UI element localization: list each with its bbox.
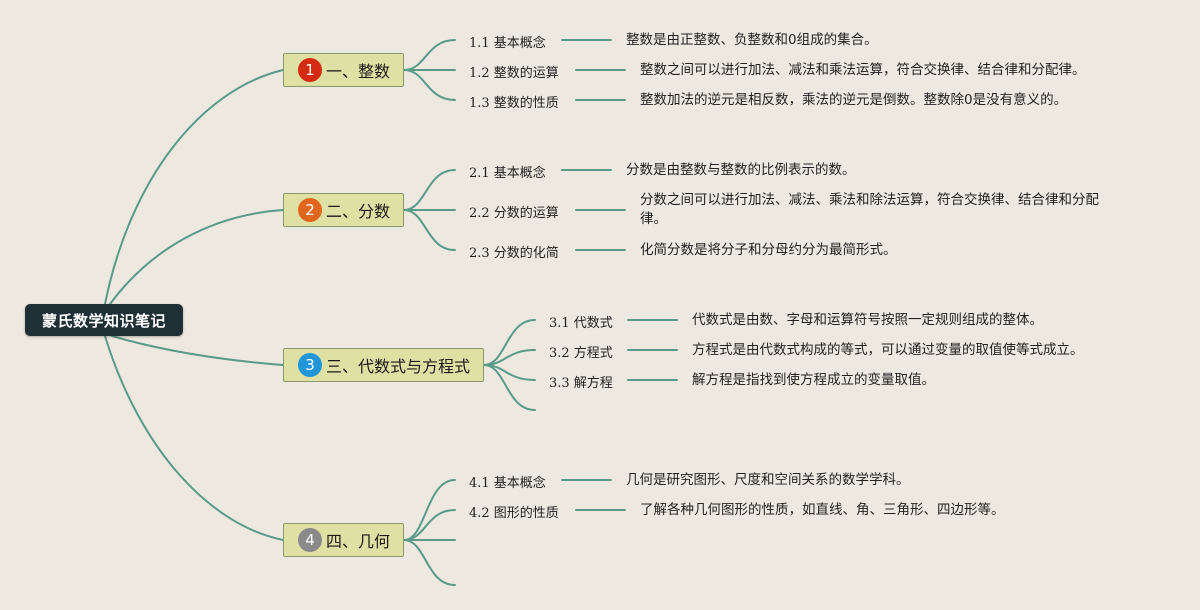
root-link-3	[111, 335, 284, 366]
subtopic-description: 方程式是由代数式构成的等式，可以通过变量的取值使等式成立。	[692, 342, 1084, 358]
root-link-2	[109, 209, 284, 305]
subtopic-description: 代数式是由数、字母和运算符号按照一定规则组成的整体。	[692, 312, 1043, 328]
subtopic-label[interactable]: 1.1 基本概念	[469, 36, 546, 51]
topic-fractions[interactable]: 2 二、分数	[283, 193, 404, 227]
number-badge-icon: 4	[298, 528, 322, 552]
branch-4-4	[403, 539, 456, 586]
topic-label: 一、整数	[326, 62, 391, 81]
branch-2-1	[403, 169, 456, 211]
number-badge-icon: 1	[298, 58, 322, 82]
subtopic-description: 分数是由整数与整数的比例表示的数。	[626, 162, 856, 178]
subtopic-description: 整数之间可以进行加法、减法和乘法运算，符合交换律、结合律和分配律。	[640, 62, 1086, 78]
number-badge-icon: 2	[298, 198, 322, 222]
subtopic-label[interactable]: 4.2 图形的性质	[469, 506, 559, 521]
subtopic-description: 解方程是指找到使方程成立的变量取值。	[692, 372, 935, 388]
subtopic-description: 了解各种几何图形的性质，如直线、角、三角形、四边形等。	[640, 502, 1005, 518]
subtopic-description: 分数之间可以进行加法、减法、乘法和除法运算，符合交换律、结合律和分配律。	[640, 192, 1099, 227]
number-badge-icon: 3	[298, 353, 322, 377]
root-link-1	[104, 69, 284, 305]
topic-integers[interactable]: 1 一、整数	[283, 53, 404, 87]
subtopic-description: 化简分数是将分子和分母约分为最简形式。	[640, 242, 897, 258]
branch-2-3	[403, 209, 456, 251]
subtopic-description: 整数加法的逆元是相反数，乘法的逆元是倒数。整数除0是没有意义的。	[640, 92, 1068, 108]
subtopic-label[interactable]: 1.2 整数的运算	[469, 66, 559, 81]
branch-4-1	[403, 479, 456, 541]
topic-label: 四、几何	[326, 532, 391, 551]
root-link-4	[104, 335, 284, 541]
branch-3-1	[483, 319, 536, 366]
subtopic-label[interactable]: 4.1 基本概念	[469, 476, 546, 491]
subtopic-label[interactable]: 2.1 基本概念	[469, 166, 546, 181]
subtopic-label[interactable]: 3.1 代数式	[549, 316, 613, 331]
subtopic-description: 整数是由正整数、负整数和0组成的集合。	[626, 32, 878, 48]
root-node[interactable]: 蒙氏数学知识笔记	[25, 304, 183, 336]
subtopic-label[interactable]: 2.3 分数的化简	[469, 246, 559, 261]
subtopic-label[interactable]: 3.2 方程式	[549, 346, 613, 361]
topic-algebra[interactable]: 3 三、代数式与方程式	[283, 348, 484, 382]
branch-1-1	[403, 39, 456, 71]
branch-1-3	[403, 69, 456, 101]
subtopic-label[interactable]: 1.3 整数的性质	[469, 96, 559, 111]
branch-4-2	[403, 509, 456, 541]
subtopic-label[interactable]: 3.3 解方程	[549, 376, 613, 391]
branch-3-4	[483, 364, 536, 411]
topic-label: 二、分数	[326, 202, 391, 221]
subtopic-label[interactable]: 2.2 分数的运算	[469, 206, 559, 221]
topic-label: 三、代数式与方程式	[326, 357, 471, 376]
topic-geometry[interactable]: 4 四、几何	[283, 523, 404, 557]
subtopic-description: 几何是研究图形、尺度和空间关系的数学学科。	[626, 472, 910, 488]
